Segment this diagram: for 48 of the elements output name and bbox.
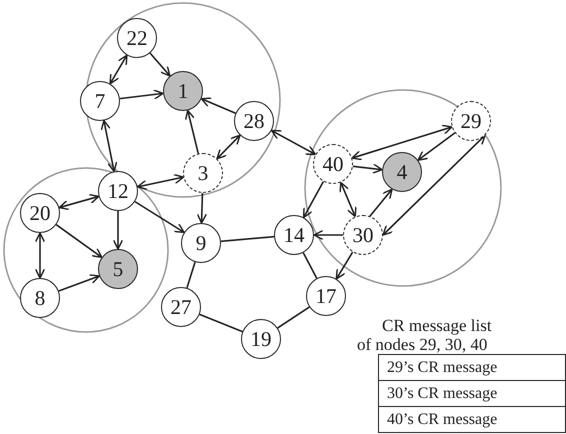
arrow bbox=[313, 230, 343, 240]
arrow bbox=[58, 194, 100, 210]
arrow bbox=[216, 134, 241, 160]
arrow bbox=[100, 120, 118, 172]
arrow bbox=[339, 182, 357, 218]
arrow bbox=[136, 174, 184, 190]
table-cell: 29’s CR message bbox=[378, 354, 566, 381]
arrow bbox=[34, 232, 46, 279]
table-cell: 40’s CR message bbox=[378, 406, 566, 433]
network-node: 14 bbox=[274, 215, 314, 255]
arrow bbox=[417, 132, 456, 161]
network-node: 9 bbox=[181, 223, 221, 263]
network-node: 12 bbox=[98, 171, 138, 211]
arrow bbox=[58, 274, 100, 292]
list-caption: of nodes 29, 30, 40 bbox=[357, 335, 488, 354]
arrow bbox=[382, 134, 486, 236]
network-node: 40 bbox=[313, 144, 353, 184]
network-node: 30 bbox=[343, 215, 383, 255]
network-node: 5 bbox=[98, 249, 138, 289]
network-node: 3 bbox=[183, 153, 223, 193]
network-node: 7 bbox=[80, 81, 120, 121]
arrow bbox=[134, 200, 185, 234]
arrow bbox=[196, 192, 208, 224]
network-node: 17 bbox=[306, 276, 346, 316]
network-node: 20 bbox=[20, 193, 60, 233]
network-node: 1 bbox=[163, 71, 203, 111]
network-node: 19 bbox=[241, 319, 281, 359]
arrow bbox=[302, 181, 324, 218]
arrow bbox=[112, 211, 124, 250]
network-node: 8 bbox=[20, 278, 60, 318]
arrow bbox=[336, 252, 354, 280]
arrow bbox=[109, 54, 128, 84]
arrow bbox=[150, 52, 171, 77]
network-node: 28 bbox=[234, 101, 274, 141]
arrow bbox=[270, 130, 316, 156]
arrow bbox=[56, 224, 102, 258]
arrow bbox=[200, 97, 236, 114]
arrow bbox=[184, 110, 200, 154]
arrow bbox=[352, 163, 383, 174]
arrow bbox=[351, 124, 453, 160]
arrow bbox=[120, 89, 164, 100]
arrow bbox=[369, 188, 393, 217]
network-node: 29 bbox=[451, 101, 491, 141]
network-node: 4 bbox=[382, 152, 422, 192]
list-caption: CR message list bbox=[382, 316, 492, 335]
network-node: 27 bbox=[161, 287, 201, 327]
table-cell: 30’s CR message bbox=[378, 380, 566, 407]
network-node: 22 bbox=[117, 18, 157, 58]
